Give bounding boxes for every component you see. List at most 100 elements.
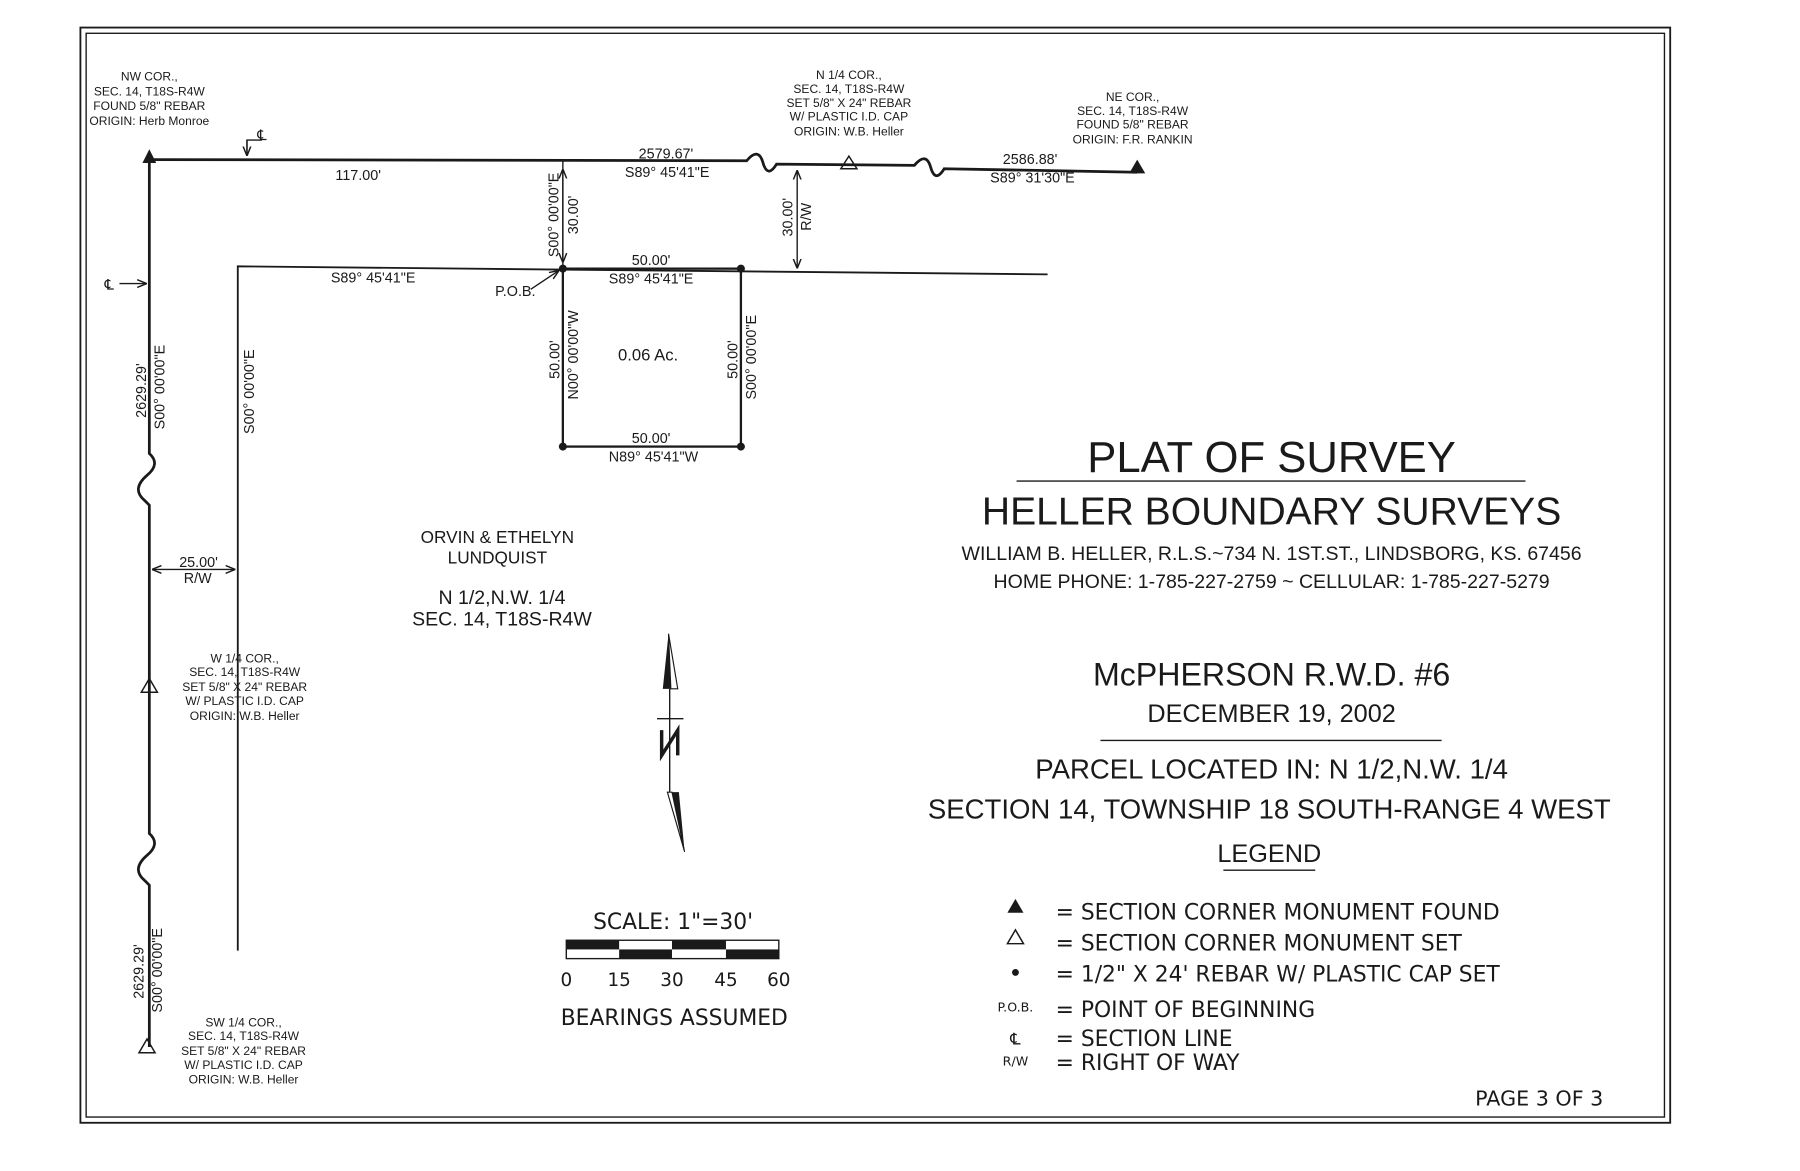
rw-label-north: R/W [799, 202, 815, 230]
north-arrow [657, 633, 686, 853]
owner-name-2: LUNDQUIST [448, 548, 548, 568]
plat-label: SET 5/8" X 24" REBAR [181, 1044, 306, 1058]
plat-label: SEC. 14, T18S-R4W [188, 1029, 300, 1043]
dist-50-left: 50.00' [547, 340, 563, 379]
dist-2579: 2579.67' [639, 146, 694, 162]
sw-quarter-corner-note: SW 1/4 COR., SEC. 14, T18S-R4W SET 5/8" … [181, 1015, 306, 1086]
surveyor-info: WILLIAM B. HELLER, R.L.S.~734 N. 1ST.ST.… [962, 543, 1582, 565]
phone-info: HOME PHONE: 1-785-227-2759 ~ CELLULAR: 1… [994, 571, 1550, 593]
bearing-bottom: N89° 45'41"W [609, 450, 699, 466]
dist-50-right: 50.00' [725, 340, 741, 379]
plat-label: W 1/4 COR., [211, 651, 279, 665]
nw-corner-found-monument [142, 149, 157, 164]
legend: = SECTION CORNER MONUMENT FOUND = SECTIO… [998, 898, 1500, 1076]
plat-label: NW COR., [121, 69, 178, 83]
ne-corner-note: NE COR., SEC. 14, T18S-R4W FOUND 5/8" RE… [1073, 90, 1193, 146]
page-number: PAGE 3 OF 3 [1475, 1087, 1603, 1111]
bearing-north-west: S89° 45'41"E [625, 165, 710, 181]
plat-label: SEC. 14, T18S-R4W [1077, 104, 1189, 118]
owner-name-1: ORVIN & ETHELYN [421, 527, 574, 547]
legend-section-line-icon: ℄ [1009, 1030, 1021, 1049]
project-name: McPHERSON R.W.D. #6 [1093, 656, 1450, 692]
plat-label: SET 5/8" X 24" REBAR [182, 680, 307, 694]
bearing-top: S89° 45'41"E [609, 272, 694, 288]
bearing-west-lower: S00° 00'00"E [150, 928, 166, 1013]
parcel-area: 0.06 Ac. [618, 345, 678, 364]
plat-label: SEC. 14, T18S-R4W [189, 665, 301, 679]
ne-corner-found-monument [1129, 159, 1146, 174]
plat-label: NE COR., [1106, 90, 1160, 104]
rw-label-west: R/W [184, 571, 212, 587]
plat-label: W/ PLASTIC I.D. CAP [185, 694, 304, 708]
scale-block: SCALE: 1"=30' 0 15 30 45 60 BEARINGS ASS… [560, 910, 790, 1031]
survey-date: DECEMBER 19, 2002 [1147, 700, 1395, 728]
n-quarter-corner-note: N 1/4 COR., SEC. 14, T18S-R4W SET 5/8" X… [786, 68, 911, 138]
firm-name: HELLER BOUNDARY SURVEYS [982, 491, 1561, 534]
scale-label: SCALE: 1"=30' [593, 910, 753, 935]
north-section-line: ℄ [142, 128, 1146, 178]
parcel-location-2: SECTION 14, TOWNSHIP 18 SOUTH-RANGE 4 WE… [928, 794, 1611, 825]
plat-label: SET 5/8" X 24" REBAR [786, 96, 911, 110]
plat-label: SW 1/4 COR., [205, 1015, 281, 1029]
parcel-boundary [558, 264, 745, 451]
owner-location-1: N 1/2,N.W. 1/4 [439, 587, 566, 609]
legend-item-2: = SECTION CORNER MONUMENT SET [1056, 932, 1463, 957]
owner-block: ORVIN & ETHELYN LUNDQUIST N 1/2,N.W. 1/4… [412, 527, 592, 631]
plat-label: ORIGIN: Herb Monroe [89, 114, 209, 128]
legend-rw-symbol: R/W [1003, 1053, 1029, 1068]
legend-item-6: = RIGHT OF WAY [1056, 1051, 1241, 1076]
bearing-north-east: S89° 31'30"E [990, 171, 1075, 187]
legend-dot-icon [1011, 968, 1019, 976]
bearing-row-north: S89° 45'41"E [331, 270, 416, 286]
dist-2586: 2586.88' [1003, 152, 1058, 168]
dist-30-rw: 30.00' [781, 198, 797, 237]
west-cl-symbol: ℄ [104, 277, 114, 293]
north-cl-symbol: ℄ [256, 128, 266, 144]
scale-tick-45: 45 [714, 970, 737, 991]
bearing-pob-north: S00° 00'00"E [546, 173, 562, 258]
scale-tick-0: 0 [560, 970, 572, 991]
bearing-west-upper: S00° 00'00"E [152, 345, 168, 430]
plat-title: PLAT OF SURVEY [1087, 434, 1456, 482]
bearing-row-west: S00° 00'00"E [242, 349, 258, 434]
pob-label: P.O.B. [495, 284, 535, 300]
dist-50-top: 50.00' [632, 253, 671, 269]
dist-2629-lower: 2629.29' [132, 944, 148, 999]
owner-location-2: SEC. 14, T18S-R4W [412, 609, 592, 631]
n-quarter-corner-set-monument [839, 154, 859, 170]
legend-pob-symbol: P.O.B. [998, 999, 1034, 1014]
plat-label: W/ PLASTIC I.D. CAP [790, 110, 909, 124]
plat-label: ORIGIN: F.R. RANKIN [1073, 133, 1193, 147]
sw-quarter-corner-set-monument [137, 1037, 157, 1054]
scale-tick-60: 60 [767, 970, 790, 991]
legend-filled-triangle-icon [1007, 898, 1024, 913]
plat-label: SEC. 14, T18S-R4W [793, 82, 905, 96]
dist-30-pob: 30.00' [566, 195, 582, 234]
legend-open-triangle-icon [1006, 928, 1025, 945]
legend-item-5: = SECTION LINE [1056, 1027, 1233, 1052]
plat-label: ORIGIN: W.B. Heller [189, 1073, 299, 1087]
legend-title: LEGEND [1217, 840, 1321, 868]
plat-label: ORIGIN: W.B. Heller [190, 709, 300, 723]
west-section-line: ℄ [104, 159, 159, 1054]
w-quarter-corner-note: W 1/4 COR., SEC. 14, T18S-R4W SET 5/8" X… [182, 651, 307, 722]
page-border [79, 26, 1672, 1124]
title-block: PLAT OF SURVEY HELLER BOUNDARY SURVEYS W… [928, 434, 1611, 871]
plat-label: W/ PLASTIC I.D. CAP [184, 1058, 303, 1072]
bearing-right: S00° 00'00"E [744, 315, 760, 400]
dist-25-rw: 25.00' [179, 555, 218, 571]
bearings-note: BEARINGS ASSUMED [561, 1006, 788, 1031]
scale-tick-30: 30 [660, 970, 683, 991]
parcel-location-1: PARCEL LOCATED IN: N 1/2,N.W. 1/4 [1035, 753, 1508, 784]
plat-label: FOUND 5/8" REBAR [93, 99, 205, 113]
bearing-left: N00° 00'00"W [566, 310, 582, 400]
dist-117: 117.00' [335, 168, 381, 184]
nw-corner-note: NW COR., SEC. 14, T18S-R4W FOUND 5/8" RE… [89, 69, 209, 128]
scale-tick-15: 15 [607, 970, 630, 991]
legend-item-4: = POINT OF BEGINNING [1056, 998, 1315, 1023]
plat-label: FOUND 5/8" REBAR [1077, 118, 1189, 132]
dist-2629-upper: 2629.29' [134, 363, 150, 418]
legend-item-1: = SECTION CORNER MONUMENT FOUND [1056, 901, 1500, 926]
plat-label: N 1/4 COR., [816, 68, 882, 82]
